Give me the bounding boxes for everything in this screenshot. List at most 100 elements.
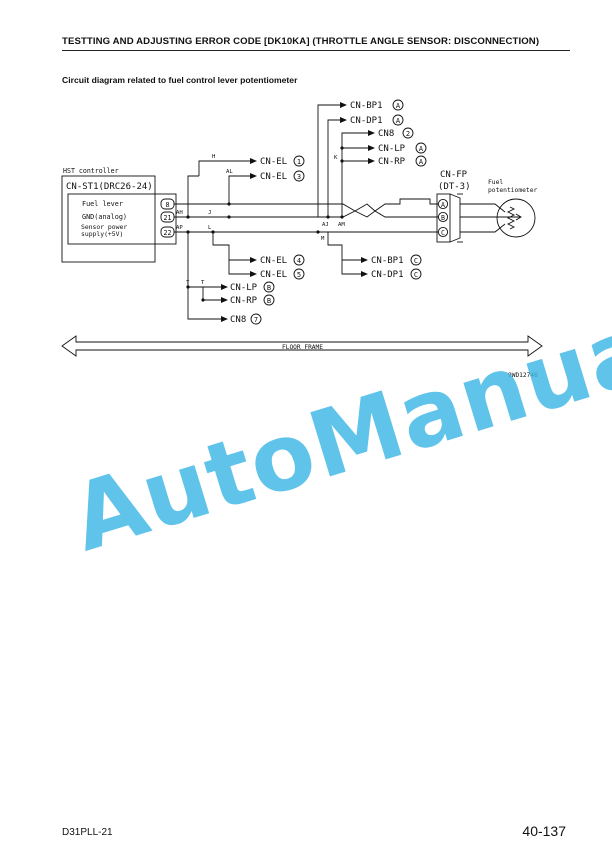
arrow-head-rp-a [368, 158, 375, 164]
svg-text:B: B [441, 214, 445, 222]
connector-cn-bp1-c: CN-BP1 C [371, 254, 422, 266]
svg-text:CN-RP: CN-RP [378, 157, 406, 167]
controller-pin-8: 8 [160, 198, 175, 210]
connector-cn-lp-a: CN-LP A [378, 142, 427, 154]
svg-text:FLOOR FRAME: FLOOR FRAME [282, 344, 323, 351]
arrow-head-dp1-a [340, 117, 347, 123]
arrow-head-el5 [250, 271, 257, 277]
branch-el3-wire [187, 175, 199, 217]
arrow-head-bp1-a [340, 102, 347, 108]
svg-text:H: H [212, 154, 215, 160]
splice-labels: H AL AH AP J L K AJ AM M T T [176, 154, 345, 286]
svg-text:CN-LP: CN-LP [230, 283, 258, 293]
svg-text:3: 3 [297, 173, 301, 181]
svg-text:1: 1 [297, 158, 301, 166]
wire-signal [174, 198, 438, 212]
connector-cn-el-4: CN-EL 4 [260, 254, 305, 266]
connector-cn-el-3: CN-EL 3 [260, 170, 305, 182]
svg-text:AJ: AJ [322, 222, 329, 228]
wire-fp-a [460, 203, 506, 213]
svg-text:AL: AL [226, 169, 233, 175]
circuit-diagram: HST controller CN-ST1(DRC26-24) Fuel lev… [61, 99, 543, 379]
arrow-head-el4 [250, 257, 257, 263]
svg-text:CN-EL: CN-EL [260, 256, 287, 266]
arrow-head-el1 [250, 158, 257, 164]
svg-text:CN-DP1: CN-DP1 [371, 270, 404, 280]
svg-text:K: K [334, 155, 338, 161]
svg-text:A: A [441, 201, 445, 209]
controller-row-fuel-lever: Fuel lever [82, 200, 123, 208]
controller-connector-label: CN-ST1(DRC26-24) [66, 182, 153, 192]
svg-text:CN-EL: CN-EL [260, 157, 287, 167]
branch-rp-b-wire [202, 287, 221, 301]
svg-text:A: A [396, 117, 401, 125]
connector-cn-lp-b: CN-LP B [230, 281, 275, 293]
svg-text:B: B [267, 297, 271, 305]
cn-fp-pin-c: C [437, 226, 449, 238]
svg-text:L: L [208, 225, 212, 231]
svg-text:22: 22 [164, 229, 172, 237]
branch-el3-from-j [228, 175, 233, 204]
svg-text:(DT-3): (DT-3) [438, 182, 471, 192]
svg-text:5: 5 [297, 271, 301, 279]
cn-fp-pin-b: B [437, 211, 449, 223]
branch-el4-wire [212, 232, 250, 261]
controller-row-gnd: GND(analog) [82, 213, 127, 221]
wire-fp-c [460, 223, 506, 233]
controller-pin-21: 21 [160, 211, 175, 223]
svg-text:C: C [441, 229, 445, 237]
wire-gnd [174, 210, 438, 218]
section-title: Circuit diagram related to fuel control … [62, 75, 298, 85]
footer-page-number: 40-137 [522, 823, 566, 839]
svg-text:8: 8 [165, 201, 169, 209]
svg-text:CN-DP1: CN-DP1 [350, 116, 383, 126]
svg-text:T: T [201, 280, 205, 286]
connector-cn-bp1-a: CN-BP1 A [350, 99, 404, 111]
page-header-title: TESTTING AND ADJUSTING ERROR CODE [DK10K… [62, 36, 540, 47]
svg-text:C: C [414, 271, 418, 279]
arrow-head-lp-b [221, 284, 228, 290]
footer-model: D31PLL-21 [62, 827, 113, 838]
branch-bp1-c-wire [327, 232, 361, 261]
figure-code: 9WD12746 [508, 372, 538, 379]
svg-text:J: J [208, 210, 211, 216]
branch-dp1-a-wire [327, 119, 340, 217]
cn-fp-pin-a: A [437, 198, 449, 210]
arrow-head-lp-a [368, 145, 375, 151]
svg-text:AP: AP [176, 225, 183, 231]
branch-el1-wire [198, 160, 233, 176]
svg-text:CN-LP: CN-LP [378, 144, 406, 154]
svg-text:B: B [267, 284, 271, 292]
svg-text:AH: AH [176, 210, 183, 216]
connector-cn-rp-b: CN-RP B [230, 294, 275, 306]
header-rule [62, 50, 570, 51]
controller-inner-box [67, 193, 177, 245]
controller-outer-box [61, 175, 156, 263]
svg-text:Fuel: Fuel [488, 179, 503, 186]
controller-row-sensor-power: Sensor power supply(+5V) [81, 224, 127, 237]
svg-text:4: 4 [297, 257, 301, 265]
branch-dp1-c-wire [341, 260, 361, 275]
controller-pin-22: 22 [160, 226, 175, 238]
connector-cn8-7: CN8 7 [230, 313, 262, 325]
connector-cn-fp: CN-FP (DT-3) [436, 170, 471, 243]
svg-text:CN-FP: CN-FP [440, 170, 468, 180]
svg-text:potentiometer: potentiometer [488, 187, 537, 194]
svg-text:T: T [186, 280, 190, 286]
floor-frame-arrow: FLOOR FRAME [61, 335, 543, 357]
svg-text:CN-EL: CN-EL [260, 270, 287, 280]
svg-text:CN8: CN8 [378, 129, 394, 139]
connector-cn8-2: CN8 2 [378, 127, 414, 139]
fuel-potentiometer: Fuel potentiometer [488, 179, 537, 238]
connector-cn-el-5: CN-EL 5 [260, 268, 305, 280]
branch-cn8-2-wire [341, 132, 368, 217]
arrow-head-dp1-c [361, 271, 368, 277]
svg-text:A: A [419, 158, 424, 166]
controller-label: HST controller [63, 167, 119, 175]
svg-text:AM: AM [338, 222, 345, 228]
svg-text:M: M [321, 236, 325, 242]
svg-text:2: 2 [406, 130, 410, 138]
svg-text:CN-RP: CN-RP [230, 296, 258, 306]
arrow-head-cn8-7 [221, 316, 228, 322]
svg-text:CN8: CN8 [230, 315, 246, 325]
